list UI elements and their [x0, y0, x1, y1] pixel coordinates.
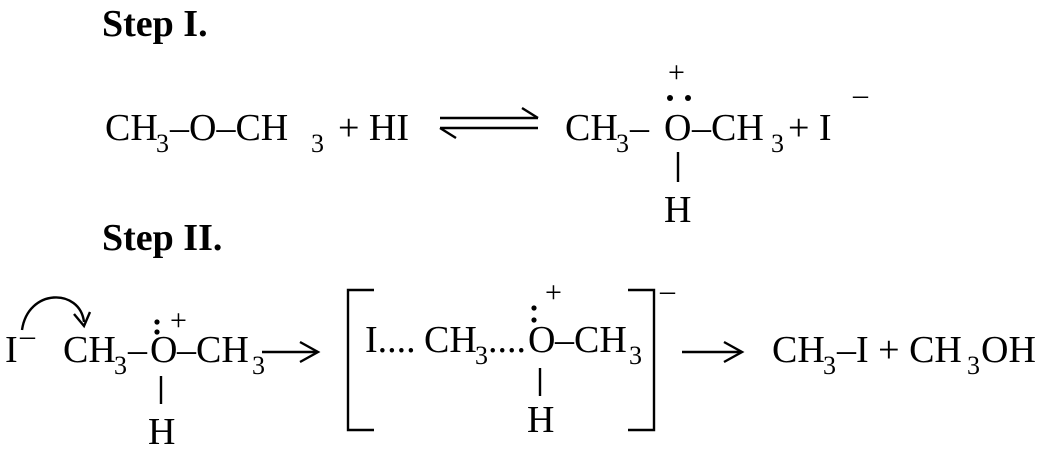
step2-ts-oxygen: O: [528, 319, 555, 361]
step2-product-iodide-plus: –I + CH: [836, 329, 962, 371]
step2-substrate-sub2: 3: [252, 351, 265, 380]
step2-ts-sub1: 3: [475, 341, 488, 370]
step2-iodide: I: [5, 329, 18, 371]
step2-ts-dash: –CH: [554, 319, 627, 361]
step2-product-sub1: 3: [823, 351, 836, 380]
reaction-arrow-icon: [682, 340, 745, 364]
curved-attack-arrow-icon: [20, 296, 92, 331]
step2-substrate-dash1: –: [127, 329, 148, 371]
step2-ts-oxonium-charge: +: [545, 276, 562, 309]
step1-product-oxygen: O: [664, 107, 691, 149]
step2-substrate-oxygen: O: [150, 329, 177, 371]
step1-reactant-ch: CH: [105, 107, 158, 149]
equilibrium-arrow-icon: [439, 106, 539, 140]
step1-product-sub2: 3: [771, 129, 784, 158]
step1-product-iodide: + I: [788, 107, 832, 149]
step1-reactant-mid: –O–CH: [169, 107, 288, 149]
step2-heading: Step II.: [102, 217, 222, 259]
step2-ts-ch: CH: [424, 319, 477, 361]
reaction-arrow-icon: [262, 340, 321, 364]
step2-iodide-charge: –: [19, 319, 36, 352]
step1-product-hydrogen: H: [664, 189, 691, 231]
step1-product-dash2: –CH: [691, 107, 764, 149]
lone-pair-dots-icon: [531, 305, 537, 323]
step2-ts-dots: ....: [488, 319, 526, 361]
lone-pair-dots-icon: [667, 95, 691, 101]
step1-reactant-sub2: 3: [311, 129, 324, 158]
step2-substrate-dash2: –CH: [176, 329, 249, 371]
step1-iodide-charge: –: [852, 78, 869, 111]
step2-substrate-charge: +: [170, 304, 187, 337]
step2-product-ch1: CH: [772, 329, 825, 371]
step1-product-sub1: 3: [616, 129, 629, 158]
lone-pair-dots-icon: [154, 319, 160, 335]
step1-product-dash1: –: [629, 107, 650, 149]
step2-ts-hydrogen: H: [527, 399, 554, 441]
step1-product-ch: CH: [565, 107, 618, 149]
step1-heading: Step I.: [102, 3, 208, 45]
step2-ts-charge: –: [659, 274, 676, 307]
step2-substrate-sub1: 3: [114, 351, 127, 380]
step1-reactant-hi: + HI: [338, 107, 409, 149]
transition-state-bracket-icon: [346, 288, 656, 432]
step2-ts-sub2: 3: [629, 341, 642, 370]
step1-oxonium-charge: +: [668, 56, 685, 89]
step1-reactant-sub1: 3: [156, 129, 169, 158]
step2-substrate-ch: CH: [63, 329, 116, 371]
step2-ts-iodine: I....: [365, 319, 416, 361]
step2-product-oh: OH: [981, 329, 1036, 371]
step2-substrate-hydrogen: H: [148, 411, 175, 453]
step2-product-sub2: 3: [967, 351, 980, 380]
